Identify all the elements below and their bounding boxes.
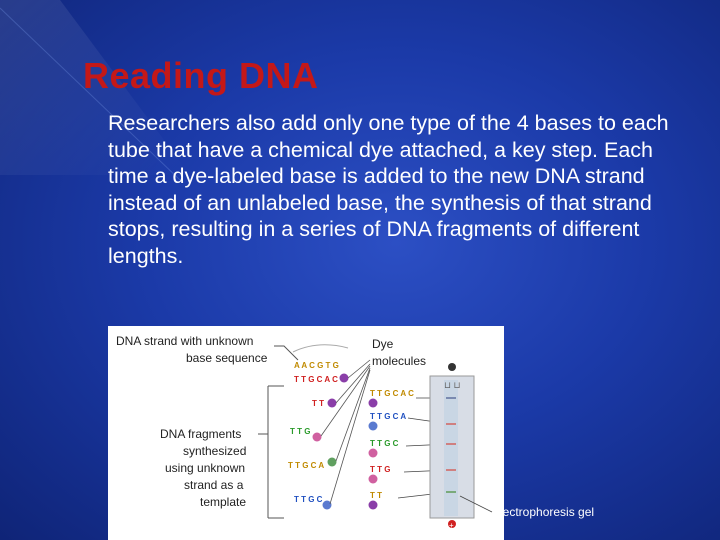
label-fragments-line5: template (200, 495, 246, 509)
template-strand: A A C G T G T T G C A C (292, 344, 349, 384)
slide-title: Reading DNA (83, 55, 319, 96)
label-dye-line2: molecules (372, 354, 426, 368)
fragment-left-4: T T G C (294, 495, 323, 504)
label-fragments-line2: synthesized (183, 444, 246, 458)
template-top-bases: A A C G T G (294, 361, 339, 370)
gel-label-overlay-text: Electrophoresis gel (492, 505, 594, 519)
fragments-left: T T T T G T T G C A T T G C (288, 398, 337, 510)
label-fragments-line4: strand as a (184, 478, 244, 492)
label-strand-line1: DNA strand with unknown (116, 334, 253, 348)
gel-plus-sign: + (449, 521, 454, 530)
label-fragments-line1: DNA fragments (160, 427, 241, 441)
fragment-left-3: T T G C A (288, 461, 324, 470)
fragment-left-2: T T G (290, 427, 310, 436)
fragment-right-5: T T (370, 491, 382, 500)
fragment-left-1: T T (312, 399, 324, 408)
electrophoresis-gel: − + ⊔ ⊔ (429, 361, 475, 530)
fragment-right-1: T T G C A C (370, 389, 414, 398)
label-fragments-line3: using unknown (165, 461, 245, 475)
dye-pointer-lines (320, 359, 371, 505)
fragment-right-3: T T G C (370, 439, 399, 448)
template-bottom-bases: T T G C A C (294, 375, 338, 384)
gel-wells: ⊔ ⊔ (444, 380, 461, 390)
label-strand-line2: base sequence (186, 351, 268, 365)
label-dye-line1: Dye (372, 337, 394, 351)
gel-label-overlay: Electrophoresis gel (492, 505, 594, 519)
fragments-right: T T G C A C T T G C A T T G C T T G T T (368, 389, 414, 510)
slide-body-text: Researchers also add only one type of th… (108, 111, 669, 268)
fragment-right-4: T T G (370, 465, 390, 474)
sequencing-figure: DNA strand with unknown base sequence DN… (108, 326, 504, 540)
fragment-right-2: T T G C A (370, 412, 406, 421)
